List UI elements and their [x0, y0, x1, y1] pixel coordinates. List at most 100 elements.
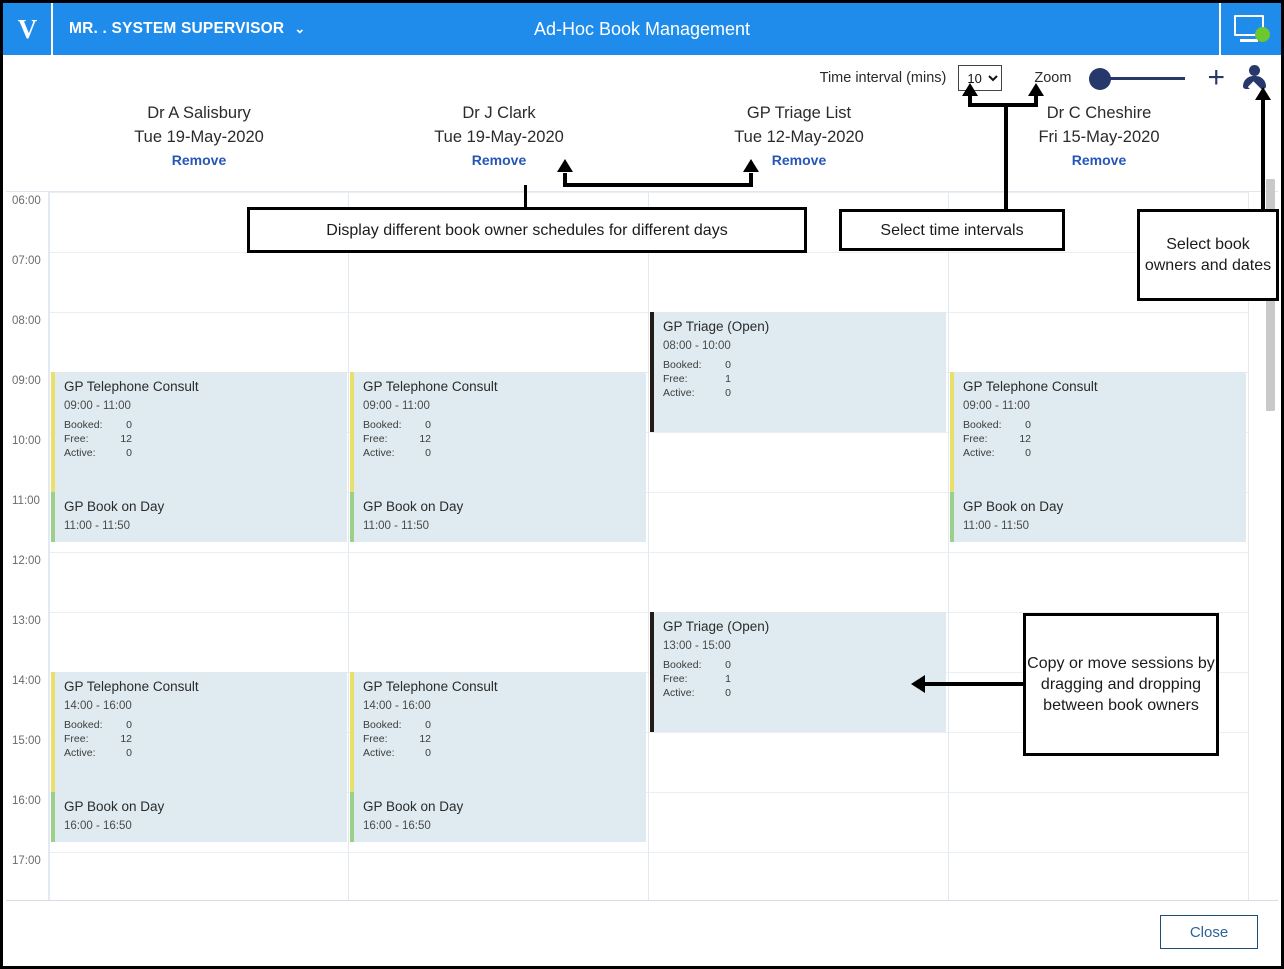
session-time-range: 13:00 - 15:00: [663, 640, 731, 652]
session-stat-label: Booked:: [64, 419, 103, 431]
session-stat-label: Free:: [363, 733, 388, 745]
remove-column-link[interactable]: Remove: [771, 152, 827, 168]
add-book-owner-button[interactable]: +: [1207, 61, 1225, 94]
session-stat-value: 0: [725, 387, 731, 399]
column-header-1: Dr J Clark Tue 19-May-2020 Remove: [349, 101, 649, 171]
grid-hour-line: [50, 192, 348, 193]
session-stat-row: Free:1: [663, 372, 946, 386]
annotation-text: Select time intervals: [880, 221, 1024, 239]
session-time-range: 08:00 - 10:00: [663, 340, 731, 352]
zoom-slider[interactable]: [1089, 67, 1186, 90]
grid-hour-line: [349, 312, 648, 313]
annotation-arrow-up-icon: [1255, 87, 1271, 100]
book-owner-name: Dr A Salisbury: [147, 104, 251, 122]
session-time-range: 09:00 - 11:00: [963, 400, 1030, 412]
annotation-leader-line: [968, 95, 972, 107]
remove-column-link[interactable]: Remove: [171, 152, 227, 168]
session-title: GP Telephone Consult: [363, 379, 498, 394]
session-stat-label: Active:: [963, 447, 995, 459]
time-label: 14:00: [12, 675, 41, 687]
session-stat-value: 0: [725, 659, 731, 671]
time-label: 11:00: [12, 495, 40, 507]
grid-hour-line: [649, 732, 948, 733]
session-stat-label: Booked:: [963, 419, 1002, 431]
book-owner-name: Dr C Cheshire: [1046, 104, 1152, 122]
grid-hour-line: [949, 792, 1248, 793]
session-stat-row: Active:0: [963, 446, 1246, 460]
time-label: 15:00: [12, 735, 41, 747]
grid-hour-line: [349, 552, 648, 553]
annotation-leader-line: [524, 185, 527, 209]
session-stat-label: Free:: [663, 373, 688, 385]
grid-hour-line: [50, 312, 348, 313]
session-title: GP Triage (Open): [663, 319, 770, 334]
session-stat-row: Free:12: [363, 432, 646, 446]
session-status-button[interactable]: [1219, 3, 1281, 55]
session-stat-row: Active:0: [363, 746, 646, 760]
column-header-2: GP Triage List Tue 12-May-2020 Remove: [649, 101, 949, 171]
annotation-leader-line: [749, 173, 753, 187]
session-title: GP Book on Day: [963, 499, 1064, 514]
session-stat-value: 12: [419, 433, 431, 445]
select-book-owners-icon[interactable]: [1243, 65, 1266, 95]
remove-column-link[interactable]: Remove: [1071, 152, 1127, 168]
grid-hour-line: [649, 492, 948, 493]
toolbar: Time interval (mins) 10 Zoom +: [820, 61, 1266, 95]
time-label: 13:00: [12, 615, 41, 627]
session-stat-value: 12: [120, 733, 132, 745]
session-stat-value: 0: [425, 447, 431, 459]
session-stat-row: Booked:0: [64, 718, 347, 732]
session-stat-value: 0: [126, 419, 132, 431]
time-label: 09:00: [12, 375, 41, 387]
session-title: GP Book on Day: [64, 499, 165, 514]
grid-hour-line: [649, 552, 948, 553]
session-time-range: 11:00 - 11:50: [363, 520, 430, 532]
session-stat-row: Active:0: [363, 446, 646, 460]
grid-hour-line: [949, 312, 1248, 313]
user-menu[interactable]: MR. . SYSTEM SUPERVISOR ⌄: [53, 20, 305, 38]
session-stat-row: Booked: 0: [64, 418, 347, 432]
session-stat-value: 1: [725, 673, 731, 685]
session-stat-row: Free:12: [363, 732, 646, 746]
close-button[interactable]: Close: [1160, 915, 1258, 949]
annotation-display-owner-schedules: Display different book owner schedules f…: [247, 207, 807, 253]
session-stat-row: Active:0: [64, 746, 347, 760]
session-time-range: 14:00 - 16:00: [64, 700, 132, 712]
remove-column-link[interactable]: Remove: [471, 152, 527, 168]
grid-hour-line: [50, 612, 348, 613]
session-stat-value: 0: [425, 719, 431, 731]
session-stat-row: Booked: 0: [663, 658, 946, 672]
session-stat-label: Active:: [663, 387, 695, 399]
session-stat-value: 0: [425, 747, 431, 759]
annotation-arrow-up-icon: [743, 159, 759, 172]
session-stat-label: Booked:: [663, 659, 702, 671]
grid-hour-line: [649, 792, 948, 793]
time-label: 17:00: [12, 855, 41, 867]
zoom-slider-track[interactable]: [1101, 77, 1186, 80]
session-stat-label: Active:: [64, 747, 96, 759]
zoom-slider-handle[interactable]: [1089, 68, 1112, 90]
annotation-leader-line: [925, 682, 1025, 686]
